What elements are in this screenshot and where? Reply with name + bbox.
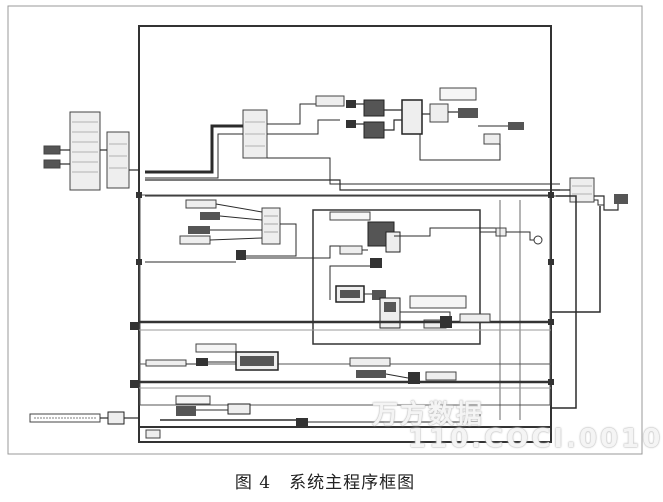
wire xyxy=(246,223,297,257)
wire xyxy=(215,203,263,213)
top-right-node-group xyxy=(315,87,524,145)
wire xyxy=(267,119,340,135)
main-loop-frame xyxy=(138,25,552,443)
wire xyxy=(145,124,243,174)
wire xyxy=(551,195,577,409)
sub-structure-frame xyxy=(312,209,481,345)
wire xyxy=(594,199,604,206)
watermark-line2: 110.COCI.0010 xyxy=(408,424,663,454)
wire xyxy=(145,133,243,179)
wire xyxy=(209,237,263,241)
inner-case-frame xyxy=(139,194,551,406)
wire xyxy=(145,179,560,191)
wire xyxy=(267,157,560,185)
inner-right-terminal xyxy=(533,235,543,245)
wire xyxy=(385,373,409,379)
wire xyxy=(308,412,481,423)
lower-node-group xyxy=(130,313,491,439)
wire xyxy=(506,231,534,241)
inner-left-node-group xyxy=(179,199,281,260)
left-input-cluster xyxy=(43,111,130,191)
wire xyxy=(384,119,402,131)
right-output-indicator xyxy=(614,194,628,204)
inner-right-node xyxy=(495,227,507,237)
wire xyxy=(394,227,500,237)
wire xyxy=(594,195,619,211)
wire xyxy=(329,265,370,300)
wire xyxy=(267,103,316,125)
watermark: 万方数据 110.COCI.0010 xyxy=(372,394,660,454)
bottom-left-node xyxy=(107,411,125,425)
outer-border xyxy=(7,5,643,455)
wire xyxy=(419,134,501,161)
frame-tunnels xyxy=(136,192,554,385)
wire xyxy=(219,215,263,221)
right-output-node xyxy=(569,177,595,203)
watermark-line1: 万方数据 xyxy=(372,400,485,430)
figure-caption: 图 4 系统主程序框图 xyxy=(234,473,416,493)
sub-structure-nodes xyxy=(329,211,467,329)
wire xyxy=(551,206,601,313)
block-diagram xyxy=(7,5,643,455)
